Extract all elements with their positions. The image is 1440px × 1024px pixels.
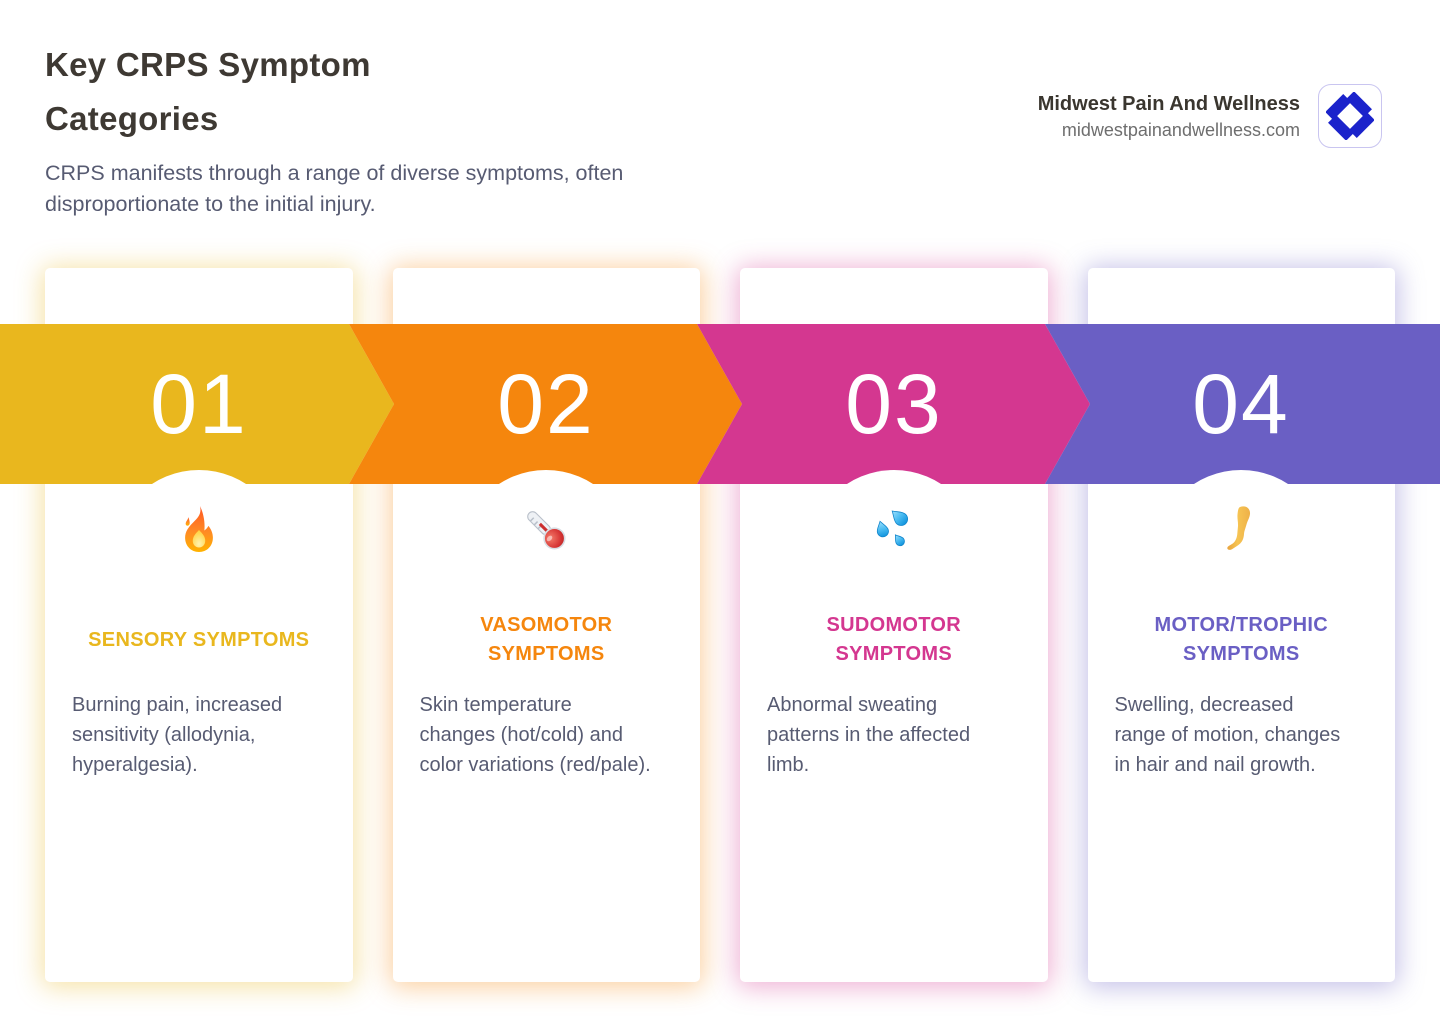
leg-icon [1227,506,1251,550]
fire-icon [184,506,213,553]
page-title-line1: Key CRPS Symptom [45,46,371,83]
brand-text: Midwest Pain And Wellness midwestpainand… [1038,91,1300,142]
brand-website: midwestpainandwellness.com [1061,119,1300,140]
sweat-droplets-icon [876,510,908,547]
step-number-4: 04 [1192,356,1290,451]
card-description-sensory: Burning pain, increased sensitivity (all… [72,694,283,776]
step-number-3: 03 [845,356,943,451]
thermometer-icon [527,511,566,550]
header: Key CRPS Symptom Categories CRPS manifes… [45,38,745,220]
page-title: Key CRPS Symptom Categories [45,38,745,146]
card-description-vasomotor: Skin temperature changes (hot/cold) and … [419,694,651,776]
banner-segment-4 [1045,324,1440,484]
banner-segment-3 [697,324,1090,484]
brand-logo [1318,84,1382,148]
banner-segment-2 [349,324,742,484]
brand-block: Midwest Pain And Wellness midwestpainand… [1038,84,1382,148]
banner-segment-1 [0,324,394,484]
page-title-line2: Categories [45,100,219,137]
step-banner: 01 02 03 04 [0,324,1440,484]
brand-name: Midwest Pain And Wellness [1037,92,1300,115]
diamond-pinwheel-logo-icon [1326,92,1374,140]
step-number-2: 02 [497,356,595,451]
card-title-sudomotor: SUDOMOTOR SYMPTOMS [826,614,962,665]
card-description-motor-trophic: Swelling, decreased range of motion, cha… [1114,694,1341,776]
step-number-1: 01 [150,356,248,451]
card-title-sensory: SENSORY SYMPTOMS [88,628,310,651]
card-description-sudomotor: Abnormal sweating patterns in the affect… [767,694,971,776]
card-title-motor-trophic: MOTOR/TROPHIC SYMPTOMS [1154,614,1329,665]
card-title-vasomotor: VASOMOTOR SYMPTOMS [480,614,613,665]
page-subtitle: CRPS manifests through a range of divers… [45,161,624,216]
